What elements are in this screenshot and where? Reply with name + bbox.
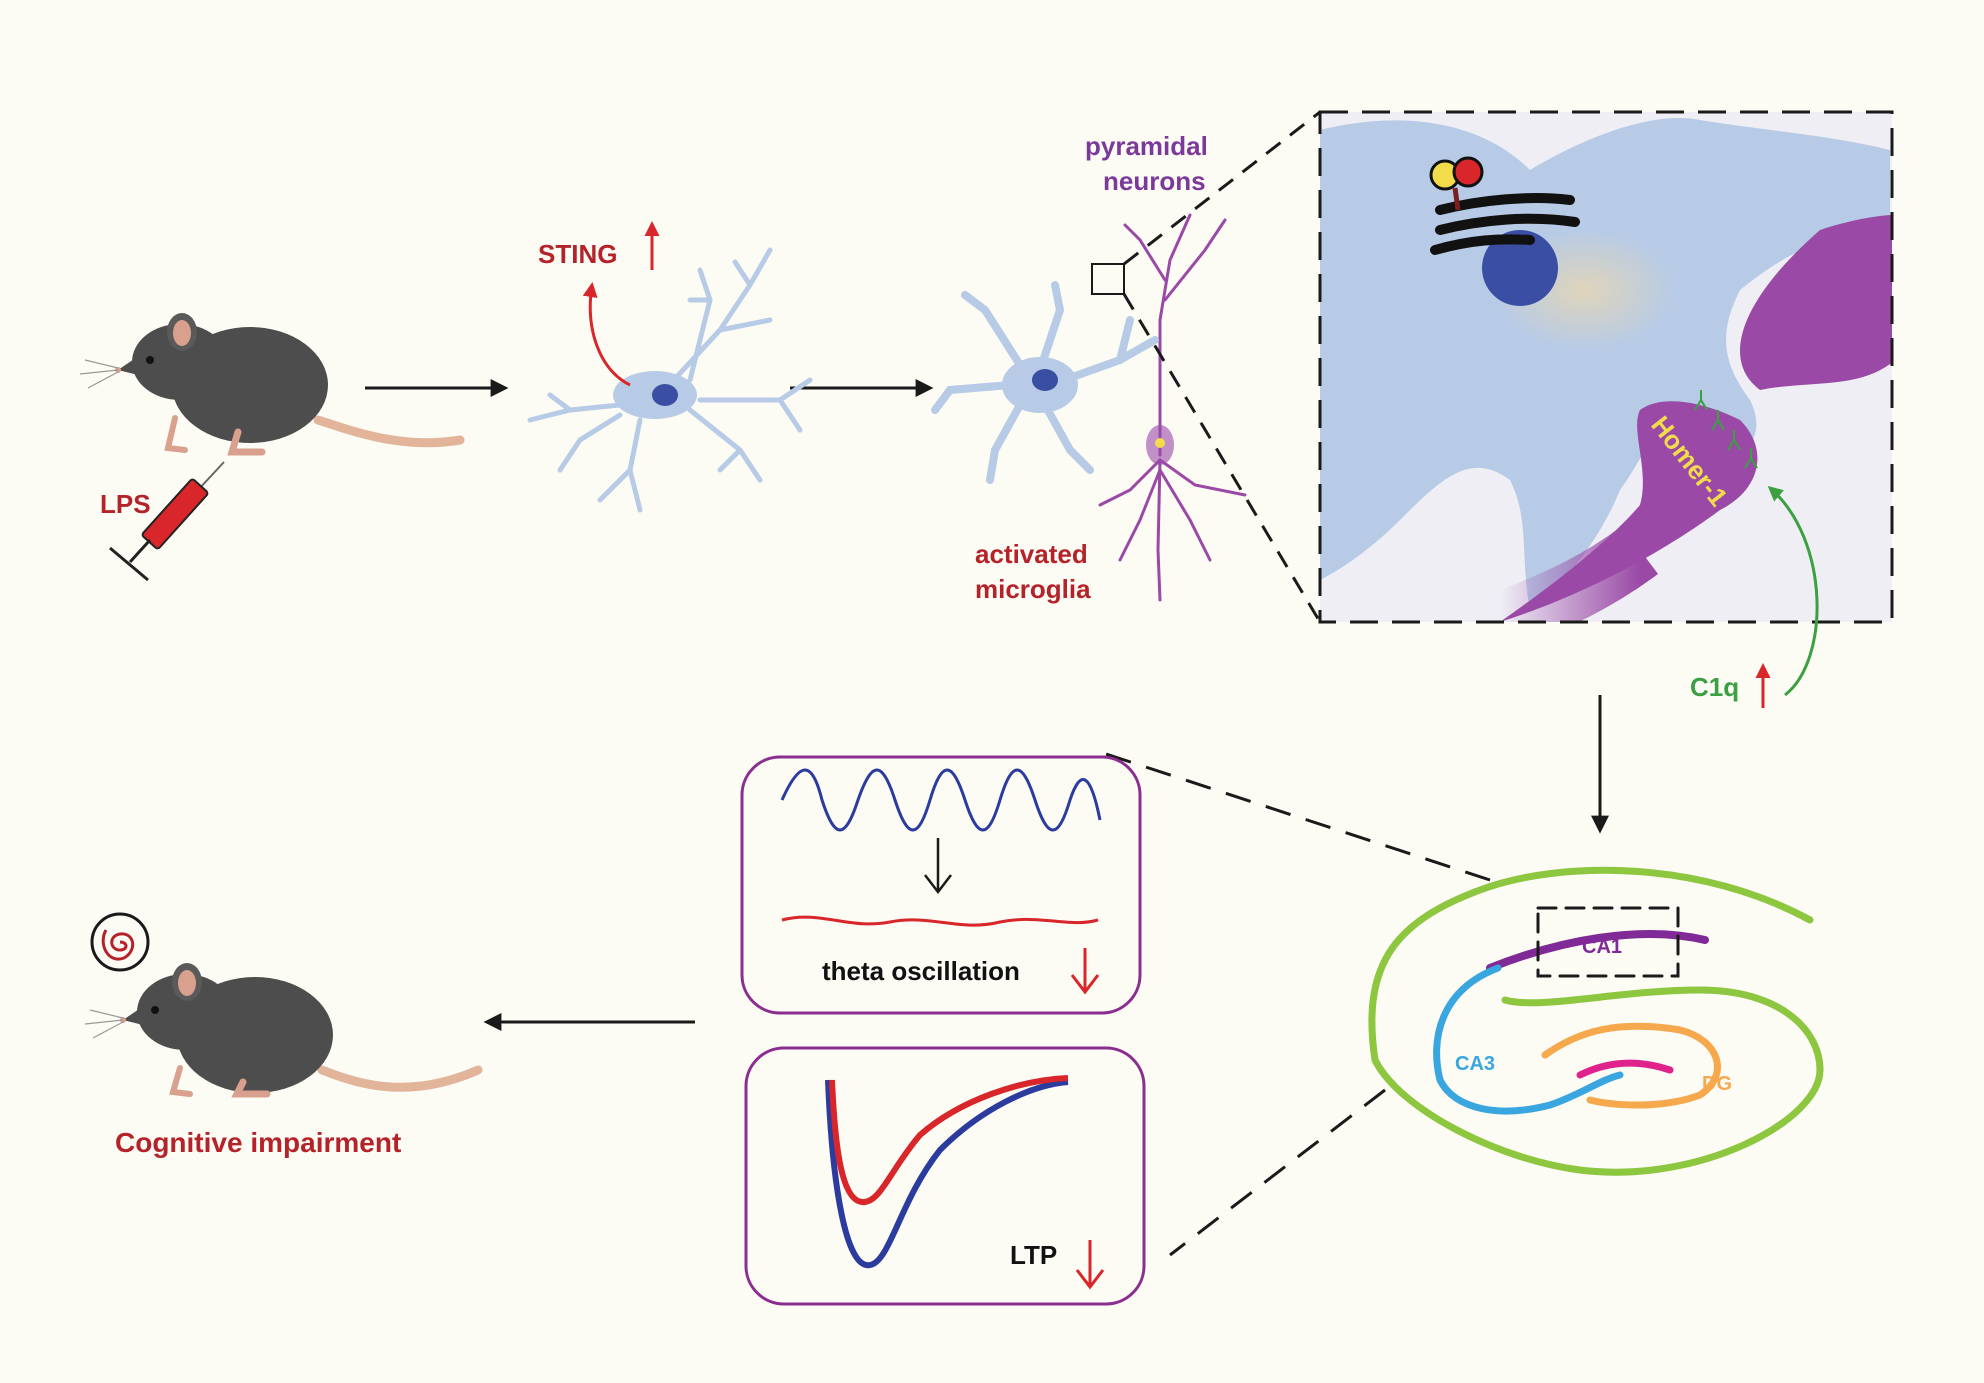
- c1q-label: C1q: [1690, 672, 1739, 702]
- ltp-control-trace: [825, 1079, 1069, 1269]
- pyramidal-label-line2: neurons: [1103, 166, 1206, 196]
- activated-label-line1: activated: [975, 539, 1088, 569]
- resting-microglia: [527, 247, 813, 513]
- receptor-markers: [1694, 390, 1758, 469]
- dg-label: DG: [1702, 1073, 1732, 1095]
- syringe-icon: [109, 461, 225, 582]
- ca1-label: CA1: [1582, 936, 1622, 958]
- theta-oscillation-panel: [740, 755, 1142, 1015]
- ltp-panel: [744, 1046, 1146, 1306]
- activated-microglia: [931, 281, 1159, 484]
- zoom-line-top: [1123, 110, 1321, 266]
- mouse-impaired-icon: [84, 963, 483, 1098]
- sting-arrow: [582, 282, 631, 387]
- sting-label: STING: [538, 239, 617, 269]
- zoom-line-bottom: [1122, 293, 1322, 623]
- c1q-arrow: [1767, 486, 1819, 697]
- activated-label-line2: microglia: [975, 574, 1091, 604]
- mouse-icon: [79, 313, 465, 456]
- pyramidal-label-line1: pyramidal: [1085, 131, 1208, 161]
- cognitive-impairment-label: Cognitive impairment: [115, 1127, 401, 1158]
- ca3-label: CA3: [1455, 1053, 1495, 1075]
- lps-label: LPS: [100, 489, 151, 519]
- hippocampus-diagram: [1368, 866, 1824, 1176]
- ltp-label: LTP: [1010, 1240, 1057, 1270]
- pyramidal-neuron: [1098, 213, 1247, 602]
- zoom-inset: [1318, 110, 1894, 624]
- theta-label: theta oscillation: [822, 956, 1020, 986]
- zoom-source-box: [1091, 263, 1125, 295]
- dizzy-spiral-icon: [90, 912, 150, 972]
- hippo-zoom-line-top: [1099, 750, 1491, 882]
- ltp-lps-trace: [829, 1075, 1069, 1205]
- hippo-zoom-line-bottom: [1169, 1088, 1386, 1257]
